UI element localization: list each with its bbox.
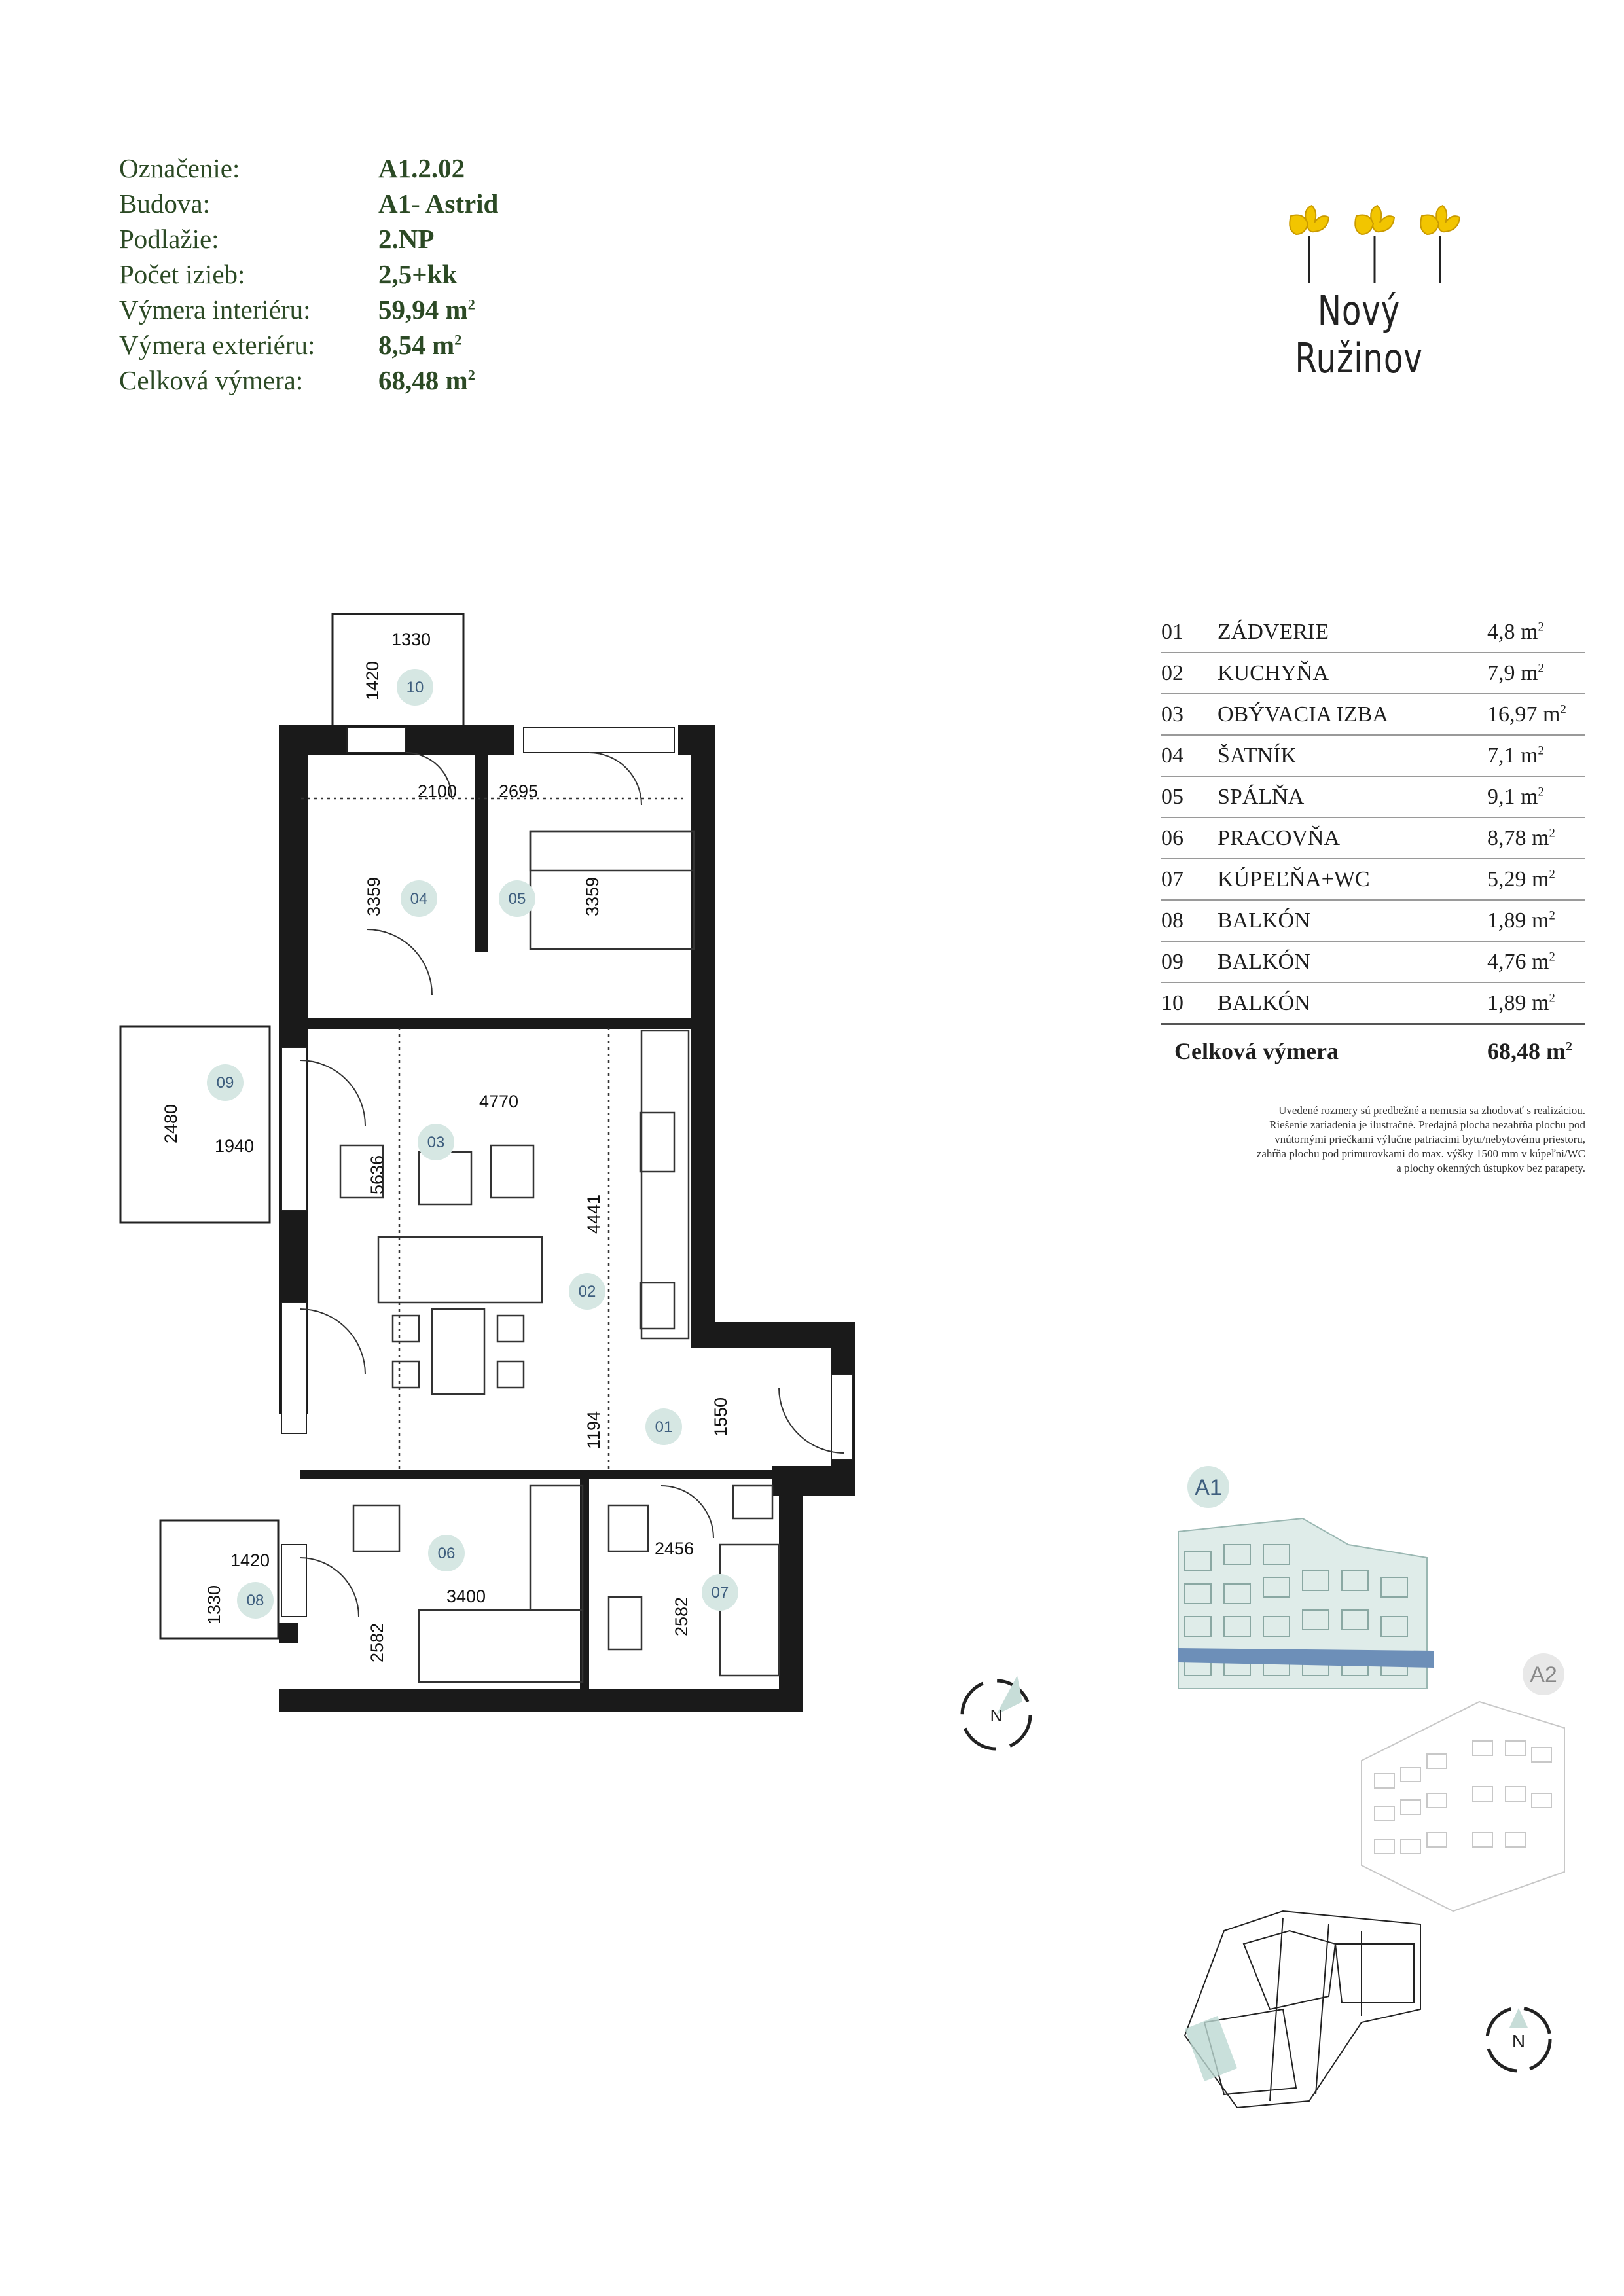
compass-icon: N [960, 1676, 1032, 1751]
balcony-08 [159, 1519, 280, 1640]
room-tag-label: 05 [509, 890, 526, 908]
dimension-label: 1940 [215, 1136, 254, 1156]
dimension-label: 3359 [364, 877, 384, 916]
building-a1-tag: A1 [1195, 1475, 1222, 1500]
info-value: 59,94 m2 [378, 295, 475, 325]
dimension-label: 5636 [367, 1155, 387, 1194]
room-tag-02 [569, 1273, 605, 1310]
info-row-building: Budova: A1- Astrid [119, 186, 498, 221]
info-label: Počet izieb: [119, 259, 245, 289]
info-value: A1- Astrid [378, 188, 499, 219]
room-tag-05 [499, 880, 535, 917]
info-label: Označenie: [119, 153, 240, 183]
logo-text: Nový Ružinov [1295, 287, 1423, 382]
building-location-illustration: A1 A2 [1178, 1466, 1565, 2109]
dimension-label: 2582 [672, 1597, 691, 1636]
info-label: Celková výmera: [119, 365, 304, 395]
dimension-label: 2456 [655, 1539, 694, 1558]
info-label: Výmera exteriéru: [119, 330, 316, 360]
dimension-label: 2582 [367, 1623, 387, 1662]
dimension-label: 1330 [391, 630, 431, 649]
room-tag-label: 06 [438, 1545, 456, 1562]
walls [279, 725, 855, 1712]
room-tag-label: 09 [217, 1074, 234, 1092]
room-tag-label: 10 [406, 679, 424, 696]
building-a2-tag: A2 [1530, 1662, 1557, 1687]
info-row-floor: Podlažie: 2.NP [119, 221, 498, 257]
dimension-label: 4441 [584, 1194, 604, 1234]
room-tag-03 [418, 1124, 454, 1160]
building-a2-drawing [1361, 1700, 1565, 1912]
info-row-designation: Označenie: A1.2.02 [119, 151, 498, 186]
info-value: 8,54 m2 [378, 330, 462, 360]
info-row-exterior-area: Výmera exteriéru: 8,54 m2 [119, 327, 498, 363]
svg-text:N: N [990, 1706, 1003, 1725]
room-tag-07 [702, 1574, 738, 1611]
dimension-label: 2480 [161, 1104, 181, 1143]
site-plan [1183, 1910, 1421, 2109]
room-tag-10 [397, 669, 433, 706]
tulip-logo-icon [1289, 204, 1461, 283]
building-a1-drawing [1178, 1517, 1434, 1689]
apartment-info: Označenie: A1.2.02 Budova: A1- Astrid Po… [119, 151, 498, 398]
highlighted-floor [1178, 1648, 1434, 1668]
room-tag-label: 07 [712, 1584, 729, 1602]
room-tag-09 [207, 1064, 244, 1101]
room-tag-01 [645, 1408, 682, 1445]
info-value: 2.NP [378, 224, 435, 254]
room-tag-label: 02 [579, 1283, 596, 1300]
dimension-label: 3400 [446, 1587, 486, 1606]
room-tag-label: 08 [247, 1592, 264, 1609]
info-row-interior-area: Výmera interiéru: 59,94 m2 [119, 292, 498, 327]
info-value: 68,48 m2 [378, 365, 475, 395]
site-compass-icon: N [1485, 2006, 1552, 2073]
svg-text:N: N [1512, 2031, 1525, 2051]
dimension-label: 2695 [499, 781, 538, 801]
dimension-label: 1194 [584, 1411, 604, 1449]
dimension-label: 4770 [479, 1092, 518, 1111]
room-tag-04 [401, 880, 437, 917]
dimension-label: 1550 [711, 1397, 731, 1437]
info-label: Výmera interiéru: [119, 295, 311, 325]
room-tag-label: 01 [655, 1418, 673, 1436]
disclaimer-note: Uvedené rozmery sú predbežné a nemusia s… [1256, 1104, 1585, 1174]
info-row-rooms: Počet izieb: 2,5+kk [119, 257, 498, 292]
room-tag-label: 04 [410, 890, 428, 908]
balcony-09 [119, 1025, 271, 1224]
dimension-label: 1330 [204, 1585, 224, 1624]
info-value: A1.2.02 [378, 153, 465, 183]
dimension-label: 1420 [363, 661, 382, 700]
dimension-label: 3359 [583, 877, 602, 916]
info-label: Podlažie: [119, 224, 219, 254]
info-row-total-area: Celková výmera: 68,48 m2 [119, 363, 498, 398]
info-label: Budova: [119, 188, 210, 219]
room-tag-label: 03 [427, 1134, 445, 1151]
unit-highlight [1185, 2016, 1237, 2081]
dimension-label: 2100 [418, 781, 457, 801]
info-value: 2,5+kk [378, 259, 458, 289]
room-tag-06 [428, 1535, 465, 1571]
room-tag-08 [237, 1582, 274, 1619]
dimension-label: 1420 [230, 1551, 270, 1570]
